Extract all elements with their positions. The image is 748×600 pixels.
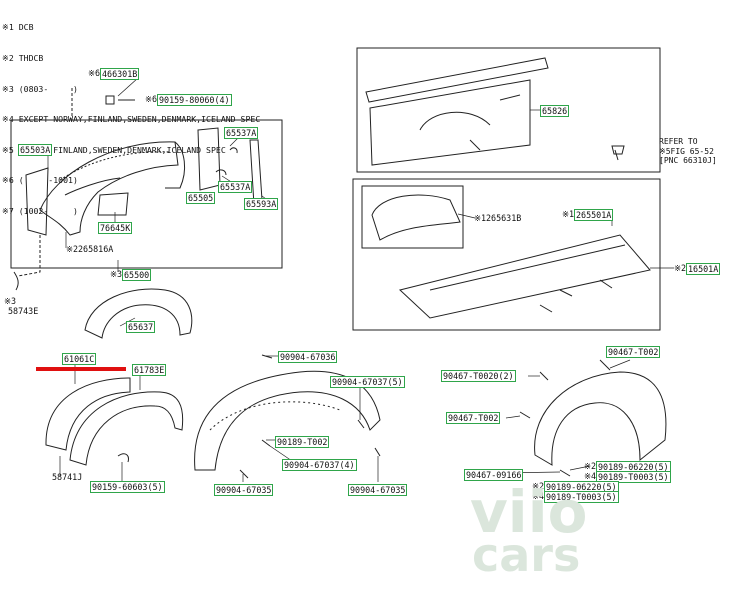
label-90904-67037-4[interactable]: 90904-67037(4) — [282, 459, 357, 471]
label-90189-t0003-5b[interactable]: 90189-T0003(5) — [544, 491, 619, 503]
label-90189-t0003-5a[interactable]: 90189-T0003(5) — [596, 471, 671, 483]
label-58741j[interactable]: 58741J — [52, 472, 83, 482]
note-1: ※1 DCB — [2, 22, 34, 33]
note-3: ※3 (0803- ) — [2, 83, 78, 94]
label-65537a-1[interactable]: 65537A — [224, 127, 259, 139]
mark-prefix: ※3 — [110, 269, 123, 279]
refer-code: ※5 — [659, 146, 671, 156]
label-65505[interactable]: 65505 — [186, 192, 216, 204]
deck-floor-shape — [398, 234, 651, 319]
rear-panel-shape — [369, 79, 531, 166]
flare-shape — [45, 377, 131, 451]
label-90904-67037-5[interactable]: 90904-67037(5) — [330, 376, 405, 388]
note-2: ※2 THDCB — [2, 53, 44, 64]
splash-shield-shape — [194, 370, 381, 471]
mark-prefix: ※2 — [532, 481, 545, 491]
label-65593a[interactable]: 65593A — [244, 198, 279, 210]
label-65503a[interactable]: 65503A — [18, 144, 53, 156]
mark-prefix: ※4 — [584, 471, 597, 481]
label-90467-t002-b[interactable]: 90467-T002 — [446, 412, 501, 424]
label-61783e[interactable]: 61783E — [132, 364, 167, 376]
label-265501a[interactable]: 265501A — [574, 209, 614, 221]
mark-prefix: ※6 — [145, 94, 158, 104]
rear-panel-frame — [356, 47, 661, 173]
flare-inner-shape — [69, 391, 184, 466]
fender-rear-shape — [165, 141, 186, 189]
label-90159-60603[interactable]: 90159-60603(5) — [90, 481, 165, 493]
label-90904-67036[interactable]: 90904-67036 — [278, 351, 338, 363]
refer-note: REFER TO※5FIG 65-52[PNC 66310J] — [659, 137, 717, 166]
mark-prefix: ※3 — [4, 296, 17, 306]
mark-prefix: ※1 — [562, 209, 575, 219]
mark-prefix: ※2 — [66, 244, 79, 254]
label-76645k[interactable]: 76645K — [98, 222, 133, 234]
mark-prefix: ※1 — [474, 213, 487, 223]
mark-prefix: ※2 — [584, 461, 597, 471]
refer-line-2: FIG 65-52 — [670, 146, 714, 156]
label-466301b[interactable]: 466301B — [100, 68, 140, 80]
note-5: ※5 NORWAY,FINLAND,SWEDEN,DENMARK,ICELAND… — [2, 144, 226, 155]
label-58743e[interactable]: 58743E — [8, 306, 39, 316]
fender-front-shape — [25, 167, 49, 236]
watermark-line-2: cars — [472, 528, 581, 582]
inner-liner-shape — [84, 288, 193, 339]
label-90904-67035-a[interactable]: 90904-67035 — [214, 484, 274, 496]
sub-part-frame — [361, 185, 464, 249]
label-265816a[interactable]: 265816A — [78, 244, 114, 254]
rail-shape — [365, 57, 549, 103]
wheelhouse-liner-shape — [534, 371, 667, 466]
label-90467-09166[interactable]: 90467-09166 — [464, 469, 524, 481]
deck-floor-frame — [352, 178, 661, 331]
watermark-line-1: viio — [470, 478, 588, 546]
label-16501a[interactable]: 16501A — [686, 263, 721, 275]
label-65826[interactable]: 65826 — [540, 105, 570, 117]
strip-shape — [249, 139, 263, 206]
mark-prefix: ※6 — [88, 68, 101, 78]
refer-line-3[interactable]: [PNC 66310J] — [659, 156, 717, 165]
label-65637[interactable]: 65637 — [126, 321, 156, 333]
cover-shape — [371, 194, 461, 241]
mark-prefix: ※2 — [674, 263, 687, 273]
note-4: ※4 EXCEPT NORWAY,FINLAND,SWEDEN,DENMARK,… — [2, 114, 261, 125]
label-265631b[interactable]: 265631B — [486, 213, 522, 223]
label-61061c[interactable]: 61061C — [62, 353, 97, 365]
bracket-shape — [197, 127, 221, 191]
mark-prefix: ※4 — [532, 491, 545, 501]
fender-group-frame — [10, 119, 283, 269]
label-90159-80060[interactable]: 90159-80060(4) — [157, 94, 232, 106]
label-65500[interactable]: 65500 — [122, 269, 152, 281]
fender-outer-shape — [39, 141, 179, 236]
refer-line-1: REFER TO — [659, 137, 698, 146]
label-90467-t002-a[interactable]: 90467-T002 — [606, 346, 661, 358]
label-65537a-2[interactable]: 65537A — [218, 181, 253, 193]
label-90467-t0020-2[interactable]: 90467-T0020(2) — [441, 370, 516, 382]
label-90904-67035-b[interactable]: 90904-67035 — [348, 484, 408, 496]
label-90189-t002[interactable]: 90189-T002 — [275, 436, 330, 448]
note-7: ※7 (1002- ) — [2, 206, 78, 217]
